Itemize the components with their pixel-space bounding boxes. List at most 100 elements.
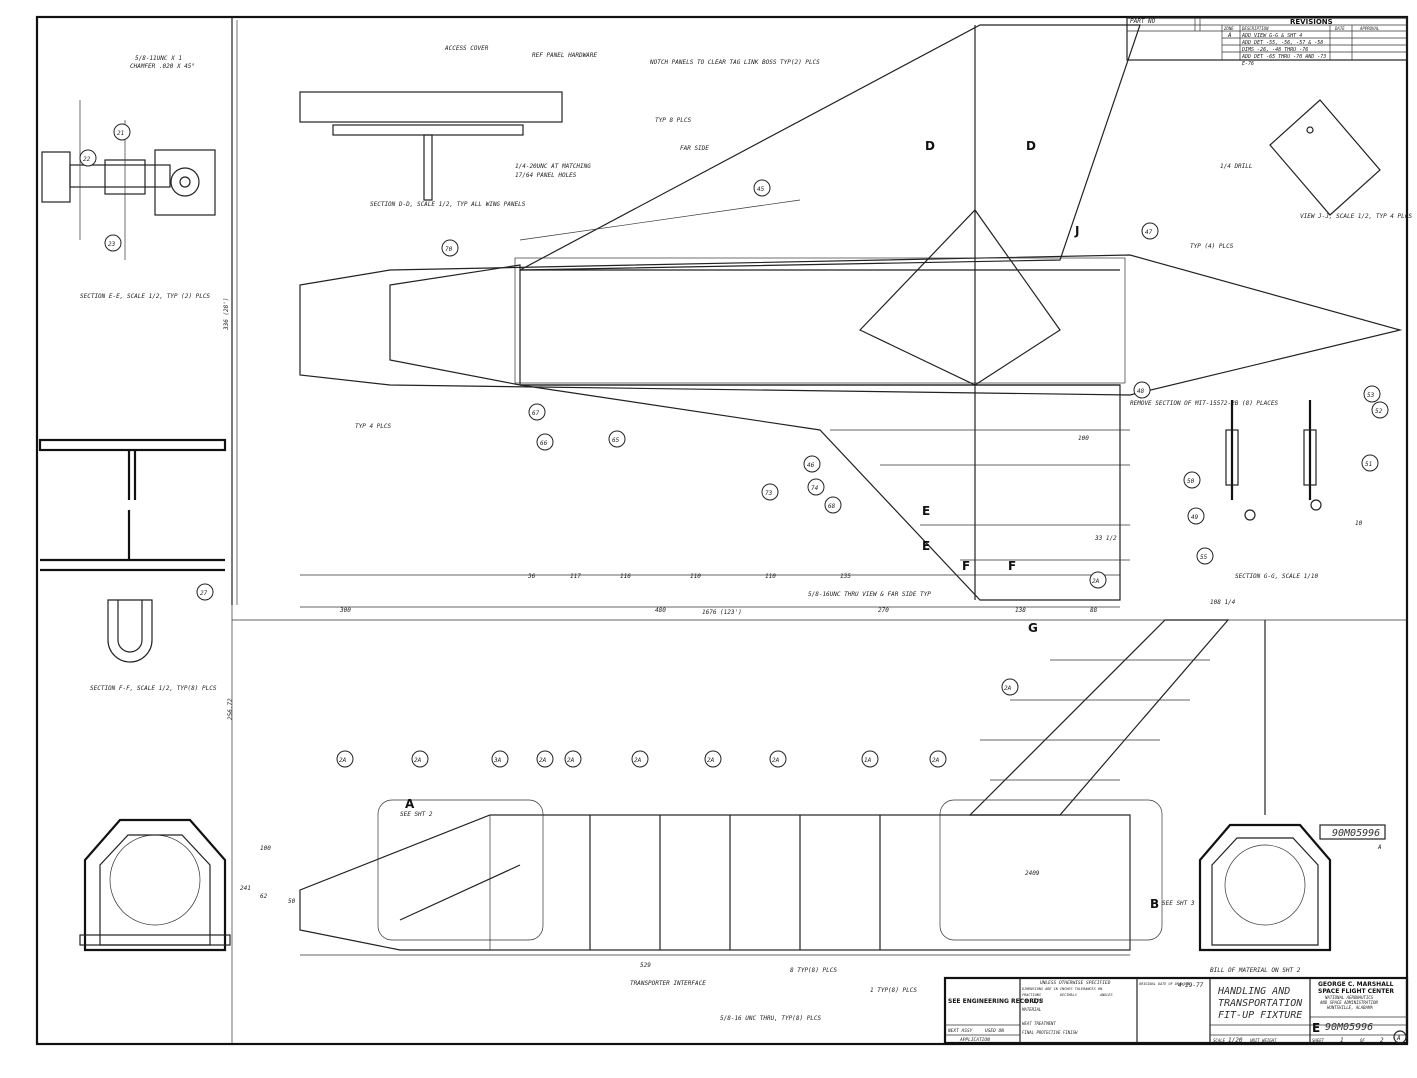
balloon: 2A <box>339 757 347 764</box>
section-letter-f: F <box>1008 559 1016 573</box>
note-notch-panels: NOTCH PANELS TO CLEAR TAG LINK BOSS TYP(… <box>649 59 820 66</box>
final-finish: FINAL PROTECTIVE FINISH <box>1022 1030 1078 1035</box>
note-see-sht-2: SEE SHT 2 <box>400 811 433 818</box>
note-typ-8: TYP 8 PLCS <box>655 117 692 124</box>
balloon: 66 <box>540 440 548 447</box>
section-d-d: ACCESS COVER REF PANEL HARDWARE 1/4-20UN… <box>299 45 597 208</box>
dim: 62 <box>260 893 268 900</box>
balloon: 73 <box>765 490 773 497</box>
unit-weight-label: UNIT WEIGHT <box>1250 1038 1277 1043</box>
balloon: 50 <box>1187 478 1195 485</box>
tolerances: DIMENSIONS ARE IN INCHES TOLERANCES ON <box>1021 987 1103 991</box>
balloon: 52 <box>1375 408 1383 415</box>
rev-row: ADD VIEW G-G & SHT 4 <box>1241 33 1302 39</box>
drawing-number-box <box>1319 824 1386 840</box>
org-name: SPACE FLIGHT CENTER <box>1318 988 1394 995</box>
dim: 100 <box>1078 435 1089 442</box>
dim: 480 <box>655 607 666 614</box>
note-ref-panel-hardware: REF PANEL HARDWARE <box>532 52 597 59</box>
note-panel-holes-2: 17/64 PANEL HOLES <box>515 172 577 179</box>
note-transporter-interface: TRANSPORTER INTERFACE <box>630 980 706 987</box>
section-letter-e: E <box>922 539 930 553</box>
balloon: 67 <box>532 410 540 417</box>
balloon: 3A <box>493 757 502 764</box>
balloon: 2A <box>567 757 575 764</box>
dim: 135 <box>840 573 851 580</box>
balloon: 2A <box>539 757 547 764</box>
rev-row: ADD DET -65 THRU -70 AND -73 <box>1241 54 1326 60</box>
sheet-label: SHEET <box>1312 1038 1325 1043</box>
original-date-label: ORIGINAL DATE OF DRAWING <box>1139 982 1190 986</box>
section-g-g: 10 SECTION G-G, SCALE 1/10 <box>1225 400 1363 580</box>
dim: 50 <box>288 898 296 905</box>
section-letter-a: A <box>405 797 415 811</box>
dim: 100 <box>260 845 271 852</box>
balloon: 51 <box>1365 461 1372 468</box>
dim: 2409 <box>1025 870 1040 877</box>
balloon: 48 <box>1137 388 1145 395</box>
dim: 241 <box>240 885 251 892</box>
org-sub: NATIONAL AERONAUTICS <box>1324 995 1374 1000</box>
balloon: 65 <box>612 437 620 444</box>
drawing-number-ref: 90M05996 <box>1332 828 1380 839</box>
dim: 529 <box>640 962 651 969</box>
revision-circle: A <box>1396 1035 1401 1042</box>
drawing-title: HANDLING AND <box>1217 986 1290 997</box>
plan-view: NOTCH PANELS TO CLEAR TAG LINK BOSS TYP(… <box>223 20 1403 635</box>
unless-specified: UNLESS OTHERWISE SPECIFIED <box>1040 980 1111 986</box>
drawing-title: TRANSPORTATION <box>1218 998 1303 1009</box>
dim: 300 <box>339 607 351 614</box>
sheet-count: 2 <box>1380 1037 1384 1044</box>
note-typ-4b: TYP (4) PLCS <box>1190 243 1234 250</box>
org-name: GEORGE C. MARSHALL <box>1318 981 1394 988</box>
end-view-right <box>1198 823 1332 952</box>
section-ff-label: SECTION F-F, SCALE 1/2, TYP(8) PLCS <box>90 685 217 692</box>
of-label: OF <box>1360 1038 1365 1043</box>
note-access-cover: ACCESS COVER <box>444 45 489 52</box>
dim-overall-length: 1676 (123') <box>702 609 742 616</box>
balloon: 2A <box>1092 578 1100 585</box>
heat-treatment: HEAT TREATMENT <box>1021 1021 1056 1026</box>
note-panel-holes: 1/4-20UNC AT MATCHING <box>515 163 591 170</box>
section-dd-label: SECTION D-D, SCALE 1/2, TYP ALL WING PAN… <box>370 201 526 208</box>
balloon: 68 <box>828 503 836 510</box>
note-see-sht-3: SEE SHT 3 <box>1162 900 1195 907</box>
dim-overall-height: 336 (28') <box>223 297 230 331</box>
balloon: 45 <box>757 186 765 193</box>
col-zone: ZONE <box>1223 26 1234 31</box>
drawing-size: E <box>1312 1021 1320 1035</box>
balloon: 27 <box>200 590 208 597</box>
fraction-tolerance: ± 1/8 <box>1025 998 1043 1005</box>
balloon: 2A <box>1004 685 1012 692</box>
note-chamfer: CHAMFER .020 X 45° <box>130 63 195 70</box>
balloon: 21 <box>117 130 124 137</box>
see-engineering-records: SEE ENGINEERING RECORDS <box>948 998 1043 1005</box>
col-description: DESCRIPTION <box>1241 26 1269 31</box>
item-balloons: 22 21 23 27 70 67 66 65 45 73 74 68 46 4… <box>79 123 1389 768</box>
angles: ANGLES <box>1099 993 1113 997</box>
dim: 270 <box>878 607 889 614</box>
sheet-number: 1 <box>1340 1037 1344 1044</box>
note-bill-of-material: BILL OF MATERIAL ON SHT 2 <box>1210 967 1301 974</box>
note-unc-typ: 5/8-16 UNC THRU, TYP(8) PLCS <box>720 1015 822 1022</box>
balloon: 2A <box>634 757 642 764</box>
section-letter-b: B <box>1150 897 1159 911</box>
view-jj-label: VIEW J-J, SCALE 1/2, TYP 4 PLCS <box>1300 213 1412 220</box>
decimals: DECIMALS <box>1059 993 1077 997</box>
balloon: 2A <box>932 757 940 764</box>
material: MATERIAL <box>1021 1007 1042 1012</box>
section-letter-f: F <box>962 559 970 573</box>
section-letter-d: D <box>1026 139 1036 153</box>
dim: 117 <box>570 573 581 580</box>
view-j-j: 1/4 DRILL VIEW J-J, SCALE 1/2, TYP 4 PLC… <box>1220 99 1412 220</box>
drawing-number: 90M05996 <box>1325 1022 1373 1033</box>
section-letter-d: D <box>925 139 935 153</box>
dim: 33 1/2 <box>1094 535 1117 542</box>
dim: 88 <box>1090 607 1098 614</box>
dim: 36 <box>527 573 536 580</box>
dim: 108 1/4 <box>1210 599 1236 606</box>
note-far-side: FAR SIDE <box>680 145 709 152</box>
rev-row: ADD DET -55, -56, -57 & -58 <box>1241 40 1323 46</box>
next-assy-label: NEXT ASSY <box>947 1028 973 1034</box>
